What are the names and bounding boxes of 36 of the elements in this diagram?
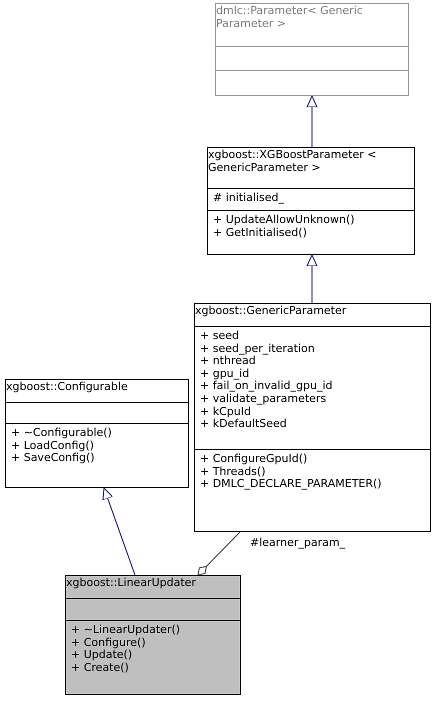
class-member: # initialised_: [213, 192, 284, 205]
class-box: [65, 575, 241, 695]
class-member: + ~Configurable(): [11, 427, 112, 440]
class-box: [207, 147, 415, 255]
class-name: xgboost::XGBoostParameter < GenericParameter >: [208, 148, 378, 174]
inheritance-arrow: [306, 96, 318, 148]
class-member: + kDefaultSeed: [200, 418, 287, 431]
inheritance-arrow: [102, 488, 136, 576]
class-member: + validate_parameters: [200, 392, 326, 406]
class-box: [215, 3, 409, 96]
inheritance-arrow: [306, 254, 318, 304]
class-member: + Threads(): [200, 466, 266, 478]
class-box: [194, 303, 431, 532]
class-member: + Create(): [71, 662, 129, 674]
class-member: + Update(): [71, 649, 132, 662]
class-name: xgboost::GenericParameter: [195, 304, 348, 317]
class-member: + fail_on_invalid_gpu_id: [200, 380, 332, 393]
class-member: + gpu_id: [200, 368, 250, 380]
class-member: + LoadConfig(): [11, 440, 94, 452]
class-member: + GetInitialised(): [213, 226, 307, 240]
class-member: + ~LinearUpdater(): [71, 624, 180, 637]
class-name: dmlc::Parameter< Generic Parameter >: [216, 4, 364, 30]
class-member: + UpdateAllowUnknown(): [213, 214, 355, 227]
class-member: + kCpuId: [200, 406, 251, 418]
class-member: + seed: [200, 330, 239, 343]
class-name: xgboost::Configurable: [6, 380, 129, 393]
class-member: + Configure(): [71, 636, 146, 650]
edge-label: #learner_param_: [250, 537, 346, 549]
class-member: + seed_per_iteration: [200, 342, 315, 355]
class-member: + DMLC_DECLARE_PARAMETER(): [200, 478, 382, 491]
class-member: + SaveConfig(): [11, 452, 95, 465]
class-member: + nthread: [200, 355, 256, 368]
class-box: [5, 379, 189, 488]
class-name: xgboost::LinearUpdater: [66, 576, 197, 589]
class-member: + ConfigureGpuId(): [200, 453, 308, 466]
aggregation-connector: [198, 532, 240, 576]
